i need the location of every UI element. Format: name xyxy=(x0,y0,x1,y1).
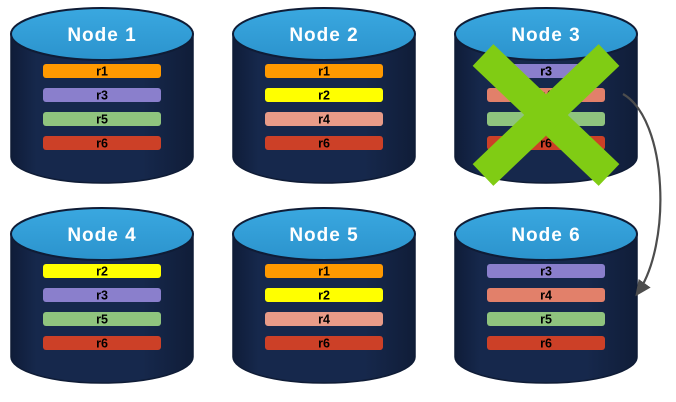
record-bar[interactable] xyxy=(265,88,383,102)
record-label: r5 xyxy=(96,113,108,127)
record-label: r6 xyxy=(318,337,330,351)
record-label: r4 xyxy=(540,289,552,303)
record-bar[interactable] xyxy=(43,264,161,278)
node-cylinder-3[interactable]: Node 3r3r4r5r6r3 xyxy=(454,7,638,186)
record-bar[interactable] xyxy=(487,336,605,350)
record-label: r3 xyxy=(540,265,552,279)
node-title: Node 2 xyxy=(289,25,358,46)
record-label: r1 xyxy=(96,65,108,79)
record-bar[interactable] xyxy=(487,288,605,302)
record-label-over-x: r3 xyxy=(540,65,552,79)
node-title: Node 3 xyxy=(511,25,580,46)
record-label: r2 xyxy=(318,89,330,103)
node-title: Node 5 xyxy=(289,225,358,246)
record-label: r6 xyxy=(96,137,108,151)
node-title: Node 4 xyxy=(67,225,136,246)
replication-arrow xyxy=(622,93,662,297)
record-bar[interactable] xyxy=(43,288,161,302)
cylinder-top xyxy=(10,207,194,261)
record-label: r4 xyxy=(318,113,330,127)
record-bar[interactable] xyxy=(43,336,161,350)
record-bar[interactable] xyxy=(265,288,383,302)
record-bar[interactable] xyxy=(43,64,161,78)
record-bar[interactable] xyxy=(487,264,605,278)
record-label: r6 xyxy=(96,337,108,351)
cylinder-top xyxy=(454,7,638,61)
record-bar[interactable] xyxy=(43,112,161,126)
cylinder-top xyxy=(232,7,416,61)
node-title: Node 6 xyxy=(511,225,580,246)
record-label: r3 xyxy=(96,289,108,303)
record-label: r6 xyxy=(540,137,552,151)
record-bar[interactable] xyxy=(265,64,383,78)
node-cylinder-4[interactable]: Node 4 r2 r3 r5 r6 xyxy=(10,207,194,384)
record-label: r3 xyxy=(540,65,552,79)
record-label: r1 xyxy=(318,265,330,279)
record-label: r1 xyxy=(318,65,330,79)
record-bar[interactable] xyxy=(265,312,383,326)
annotations-layer xyxy=(622,93,662,297)
record-bar[interactable] xyxy=(265,136,383,150)
record-bar[interactable] xyxy=(43,136,161,150)
node-title: Node 1 xyxy=(67,25,136,46)
node-cylinder-2[interactable]: Node 2 r1 r2 r4 r6 xyxy=(232,7,416,184)
record-bar[interactable] xyxy=(487,312,605,326)
cylinder-top xyxy=(232,207,416,261)
record-label: r5 xyxy=(96,313,108,327)
record-bar[interactable] xyxy=(265,336,383,350)
record-label: r4 xyxy=(318,313,330,327)
x-mark-icon xyxy=(472,44,620,186)
record-bar[interactable] xyxy=(265,112,383,126)
cylinder-top xyxy=(10,7,194,61)
record-bar[interactable] xyxy=(265,264,383,278)
record-label: r2 xyxy=(318,289,330,303)
record-label: r5 xyxy=(540,313,552,327)
node-cylinder-1[interactable]: Node 1 r1 r3 r5 r6 xyxy=(10,7,194,184)
record-bar[interactable] xyxy=(43,312,161,326)
record-bar[interactable] xyxy=(43,88,161,102)
cylinder-top xyxy=(454,207,638,261)
node-cylinder-5[interactable]: Node 5 r1 r2 r4 r6 xyxy=(232,207,416,384)
nodes-layer: Node 1 r1 r3 r5 r6 Node 2 r1 r2 r4 r6 Node 3 r3 r4 r5… xyxy=(10,7,638,384)
node-cylinder-6[interactable]: Node 6 r3 r4 r5 r6 xyxy=(454,207,638,384)
record-label: r6 xyxy=(540,337,552,351)
record-label: r2 xyxy=(96,265,108,279)
record-label: r6 xyxy=(318,137,330,151)
record-label: r3 xyxy=(96,89,108,103)
